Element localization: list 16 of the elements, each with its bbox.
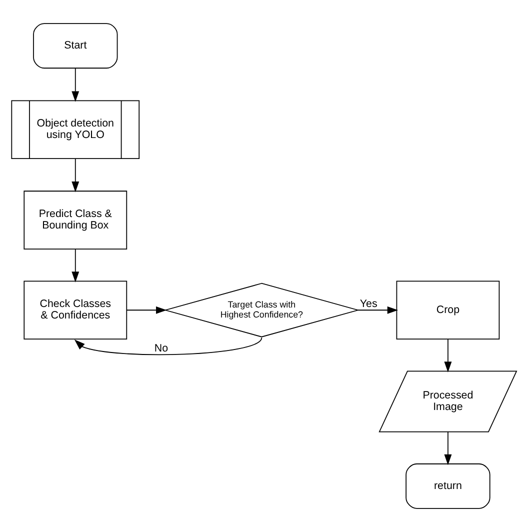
node-box: Crop — [396, 280, 500, 340]
arrow — [444, 430, 452, 465]
arrow — [72, 248, 80, 282]
arrow — [72, 158, 80, 192]
edge-label: No — [154, 342, 168, 354]
node-box: Predict Class & Bounding Box — [24, 190, 128, 249]
edge-label: Yes — [360, 298, 378, 310]
arrow — [444, 338, 452, 372]
node-diamond: Target Class with Highest Confidence? — [164, 282, 360, 337]
arrow — [74, 336, 262, 355]
arrow — [358, 306, 398, 314]
node-box: return — [406, 462, 490, 508]
arrow — [72, 67, 80, 102]
node-box: Start — [33, 22, 118, 68]
arrow — [126, 306, 167, 314]
node-box: Check Classes & Confidences — [24, 280, 128, 340]
